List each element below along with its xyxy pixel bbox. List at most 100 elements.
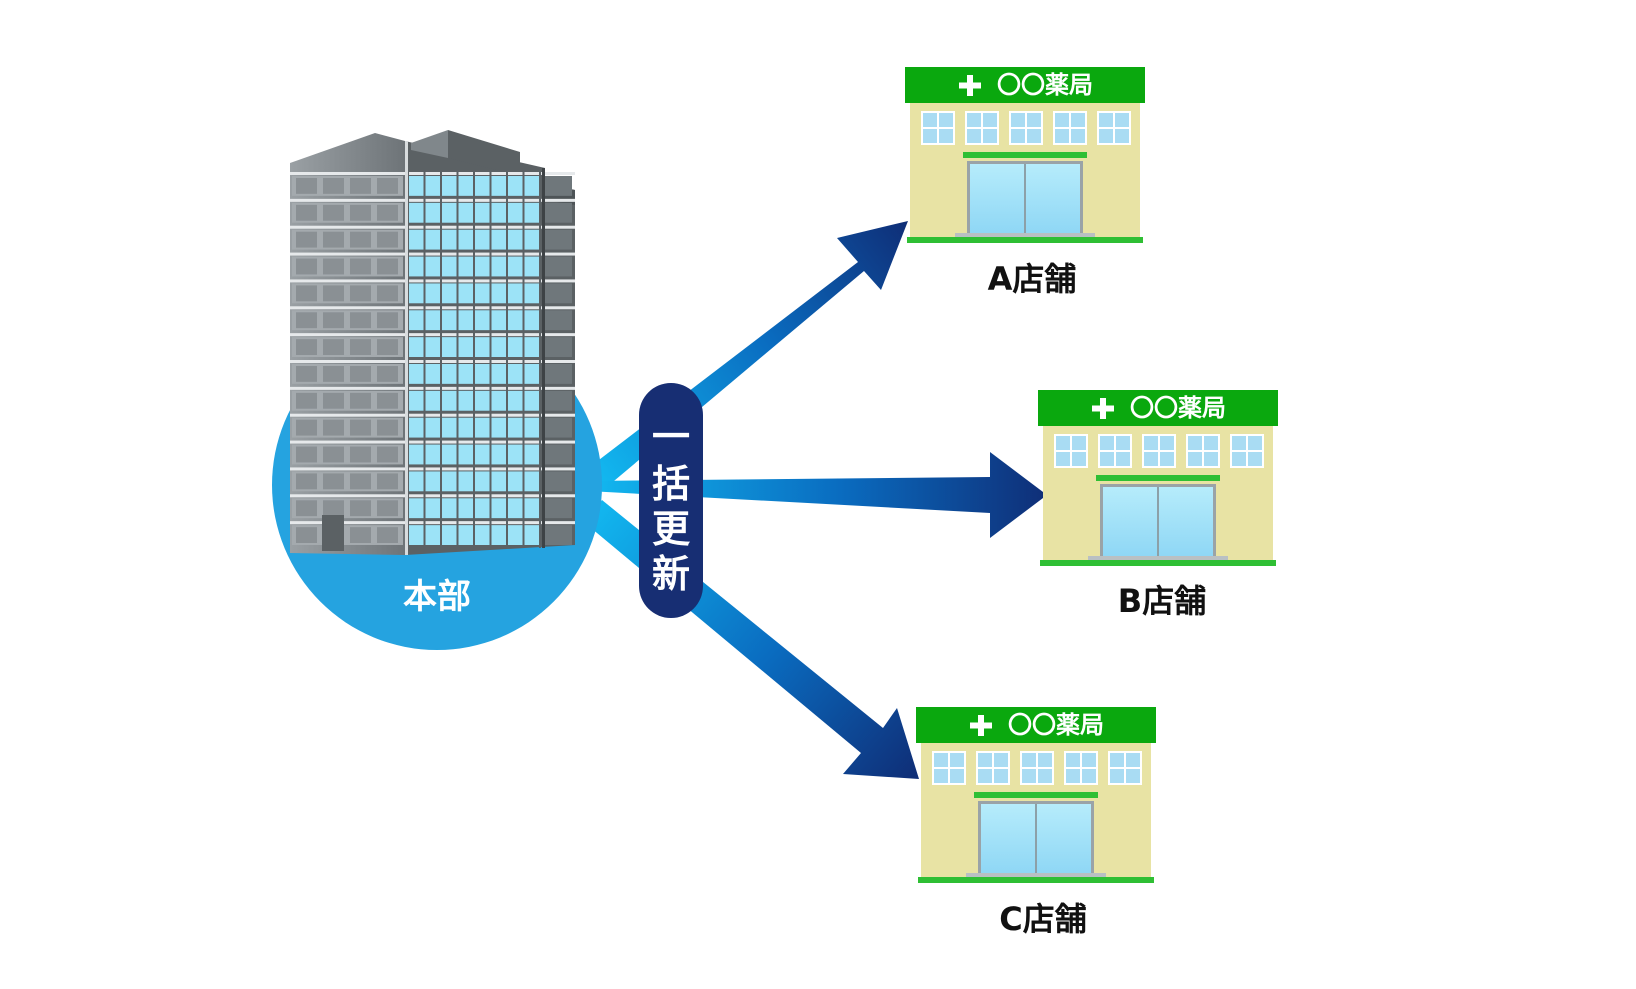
store-awning	[1096, 475, 1220, 481]
building-left-window	[377, 285, 398, 302]
building-floor-line	[290, 494, 575, 498]
building-left-window-band	[292, 444, 403, 465]
building-left-window	[350, 258, 371, 275]
batch-char-4: 新	[652, 552, 690, 596]
building-left-window	[323, 285, 344, 302]
building-wing-window	[545, 525, 572, 545]
store-door-split	[1035, 804, 1037, 873]
building-left-window-band	[292, 337, 403, 357]
building-left-window	[296, 366, 317, 382]
store-awning	[963, 152, 1087, 158]
building-left-window	[296, 446, 317, 463]
building-left-window	[350, 231, 371, 248]
store-a: 〇〇薬局	[905, 67, 1145, 243]
building-mullion	[522, 172, 525, 548]
building-left-window-band	[292, 202, 403, 223]
building-left-window-band	[292, 364, 403, 384]
store-window-mullion	[1065, 767, 1097, 769]
building-wing-window	[545, 176, 572, 196]
building-mullion	[440, 172, 442, 548]
building-left-window	[323, 231, 344, 248]
store-sign-text: 〇〇薬局	[1008, 711, 1104, 739]
store-window-mullion	[1109, 767, 1141, 769]
building-left-window	[296, 285, 317, 302]
building-left-window-band	[292, 176, 403, 196]
building-left-window	[377, 473, 398, 490]
building-left-window	[377, 339, 398, 355]
building-left-window	[323, 339, 344, 355]
building-wing-window	[545, 229, 572, 250]
building-left-window	[377, 419, 398, 436]
store-window-mullion	[1231, 450, 1263, 452]
store-c: 〇〇薬局	[916, 707, 1156, 883]
store-window-mullion	[933, 767, 965, 769]
building-floors	[290, 141, 575, 555]
building-left-window	[323, 419, 344, 436]
store-sign-text: 〇〇薬局	[997, 71, 1093, 99]
store-window-mullion	[1055, 450, 1087, 452]
building-wing-window	[545, 310, 572, 331]
store-window-mullion	[1098, 127, 1130, 129]
store-window-mullion	[1054, 127, 1086, 129]
building-left-window	[323, 366, 344, 382]
building-left-window	[323, 204, 344, 221]
building-left-window	[323, 178, 344, 194]
building-wing-window	[545, 444, 572, 465]
building-left-window	[377, 312, 398, 329]
building-left-window	[296, 527, 317, 543]
building-left-window	[296, 392, 317, 409]
store-window-mullion	[977, 767, 1009, 769]
store-door-step	[966, 873, 1106, 877]
batch-update-pill	[639, 383, 703, 618]
store-sign-board	[916, 707, 1156, 743]
building-left-window	[350, 285, 371, 302]
building-left-window	[377, 258, 398, 275]
hq-label: 本部	[403, 577, 471, 617]
store-sign-board	[1038, 390, 1278, 426]
store-window-mullion	[1143, 450, 1175, 452]
store-b: 〇〇薬局	[1038, 390, 1278, 566]
cross-icon	[970, 722, 992, 729]
arrow-to-store-a	[585, 221, 908, 491]
building-left-window	[323, 258, 344, 275]
building-mullion	[456, 172, 459, 548]
store-c-label: C店舗	[999, 900, 1087, 938]
building-left-window	[350, 392, 371, 409]
building-left-window	[377, 178, 398, 194]
building-floor-line	[290, 521, 575, 525]
building-mullion	[489, 172, 492, 548]
building-mullion	[473, 172, 475, 548]
store-ground-line	[918, 877, 1154, 883]
building-left-window	[323, 392, 344, 409]
store-ground-line	[907, 237, 1143, 243]
building-left-window	[350, 366, 371, 382]
building-left-window	[350, 204, 371, 221]
building-left-window	[296, 178, 317, 194]
building-wing-window	[545, 337, 572, 357]
store-door-step	[955, 233, 1095, 237]
building-floor-line	[290, 386, 575, 390]
building-left-window	[350, 312, 371, 329]
building-left-window	[296, 231, 317, 248]
building-left-window	[377, 527, 398, 543]
building-floor-line	[290, 225, 575, 229]
building-left-window-band	[292, 229, 403, 250]
building-left-window	[350, 419, 371, 436]
building-floor-line	[290, 413, 575, 417]
building-left-window	[350, 473, 371, 490]
building-left-window-band	[292, 390, 403, 411]
building-floor-line	[290, 306, 575, 310]
building-entrance	[322, 515, 344, 551]
building-left-window	[296, 473, 317, 490]
building-wing-edge	[542, 168, 545, 548]
building-left-window	[296, 204, 317, 221]
building-left-window-band	[292, 417, 403, 438]
building-left-window	[377, 500, 398, 517]
building-left-window	[377, 446, 398, 463]
rooftop-block	[448, 130, 520, 176]
building-left-window-band	[292, 310, 403, 331]
building-left-window	[350, 500, 371, 517]
building-left-window-band	[292, 471, 403, 492]
building-left-window-band	[292, 525, 403, 545]
store-window-mullion	[966, 127, 998, 129]
